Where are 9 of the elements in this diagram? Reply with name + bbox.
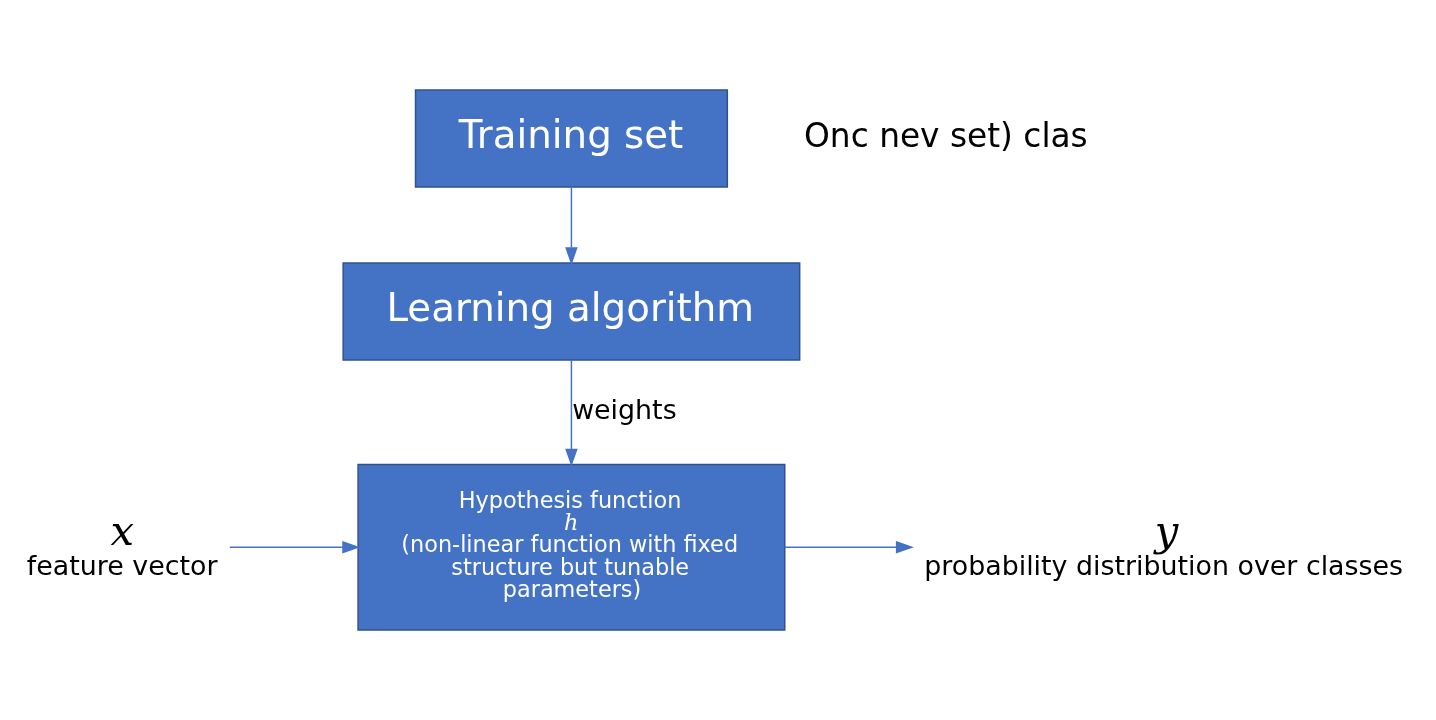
arrow	[784, 540, 914, 554]
label: Onc nev set) clas	[804, 116, 1088, 155]
arrow	[229, 540, 361, 554]
node-box: Hypothesis function h (non-linear function with fixed structure but tunable parameters)	[357, 463, 786, 631]
node-box: Learning algorithm	[342, 262, 801, 361]
edge-label: weights	[572, 393, 677, 425]
node-box: Training set	[414, 89, 729, 188]
arrow	[565, 359, 578, 467]
arrow	[565, 186, 578, 266]
